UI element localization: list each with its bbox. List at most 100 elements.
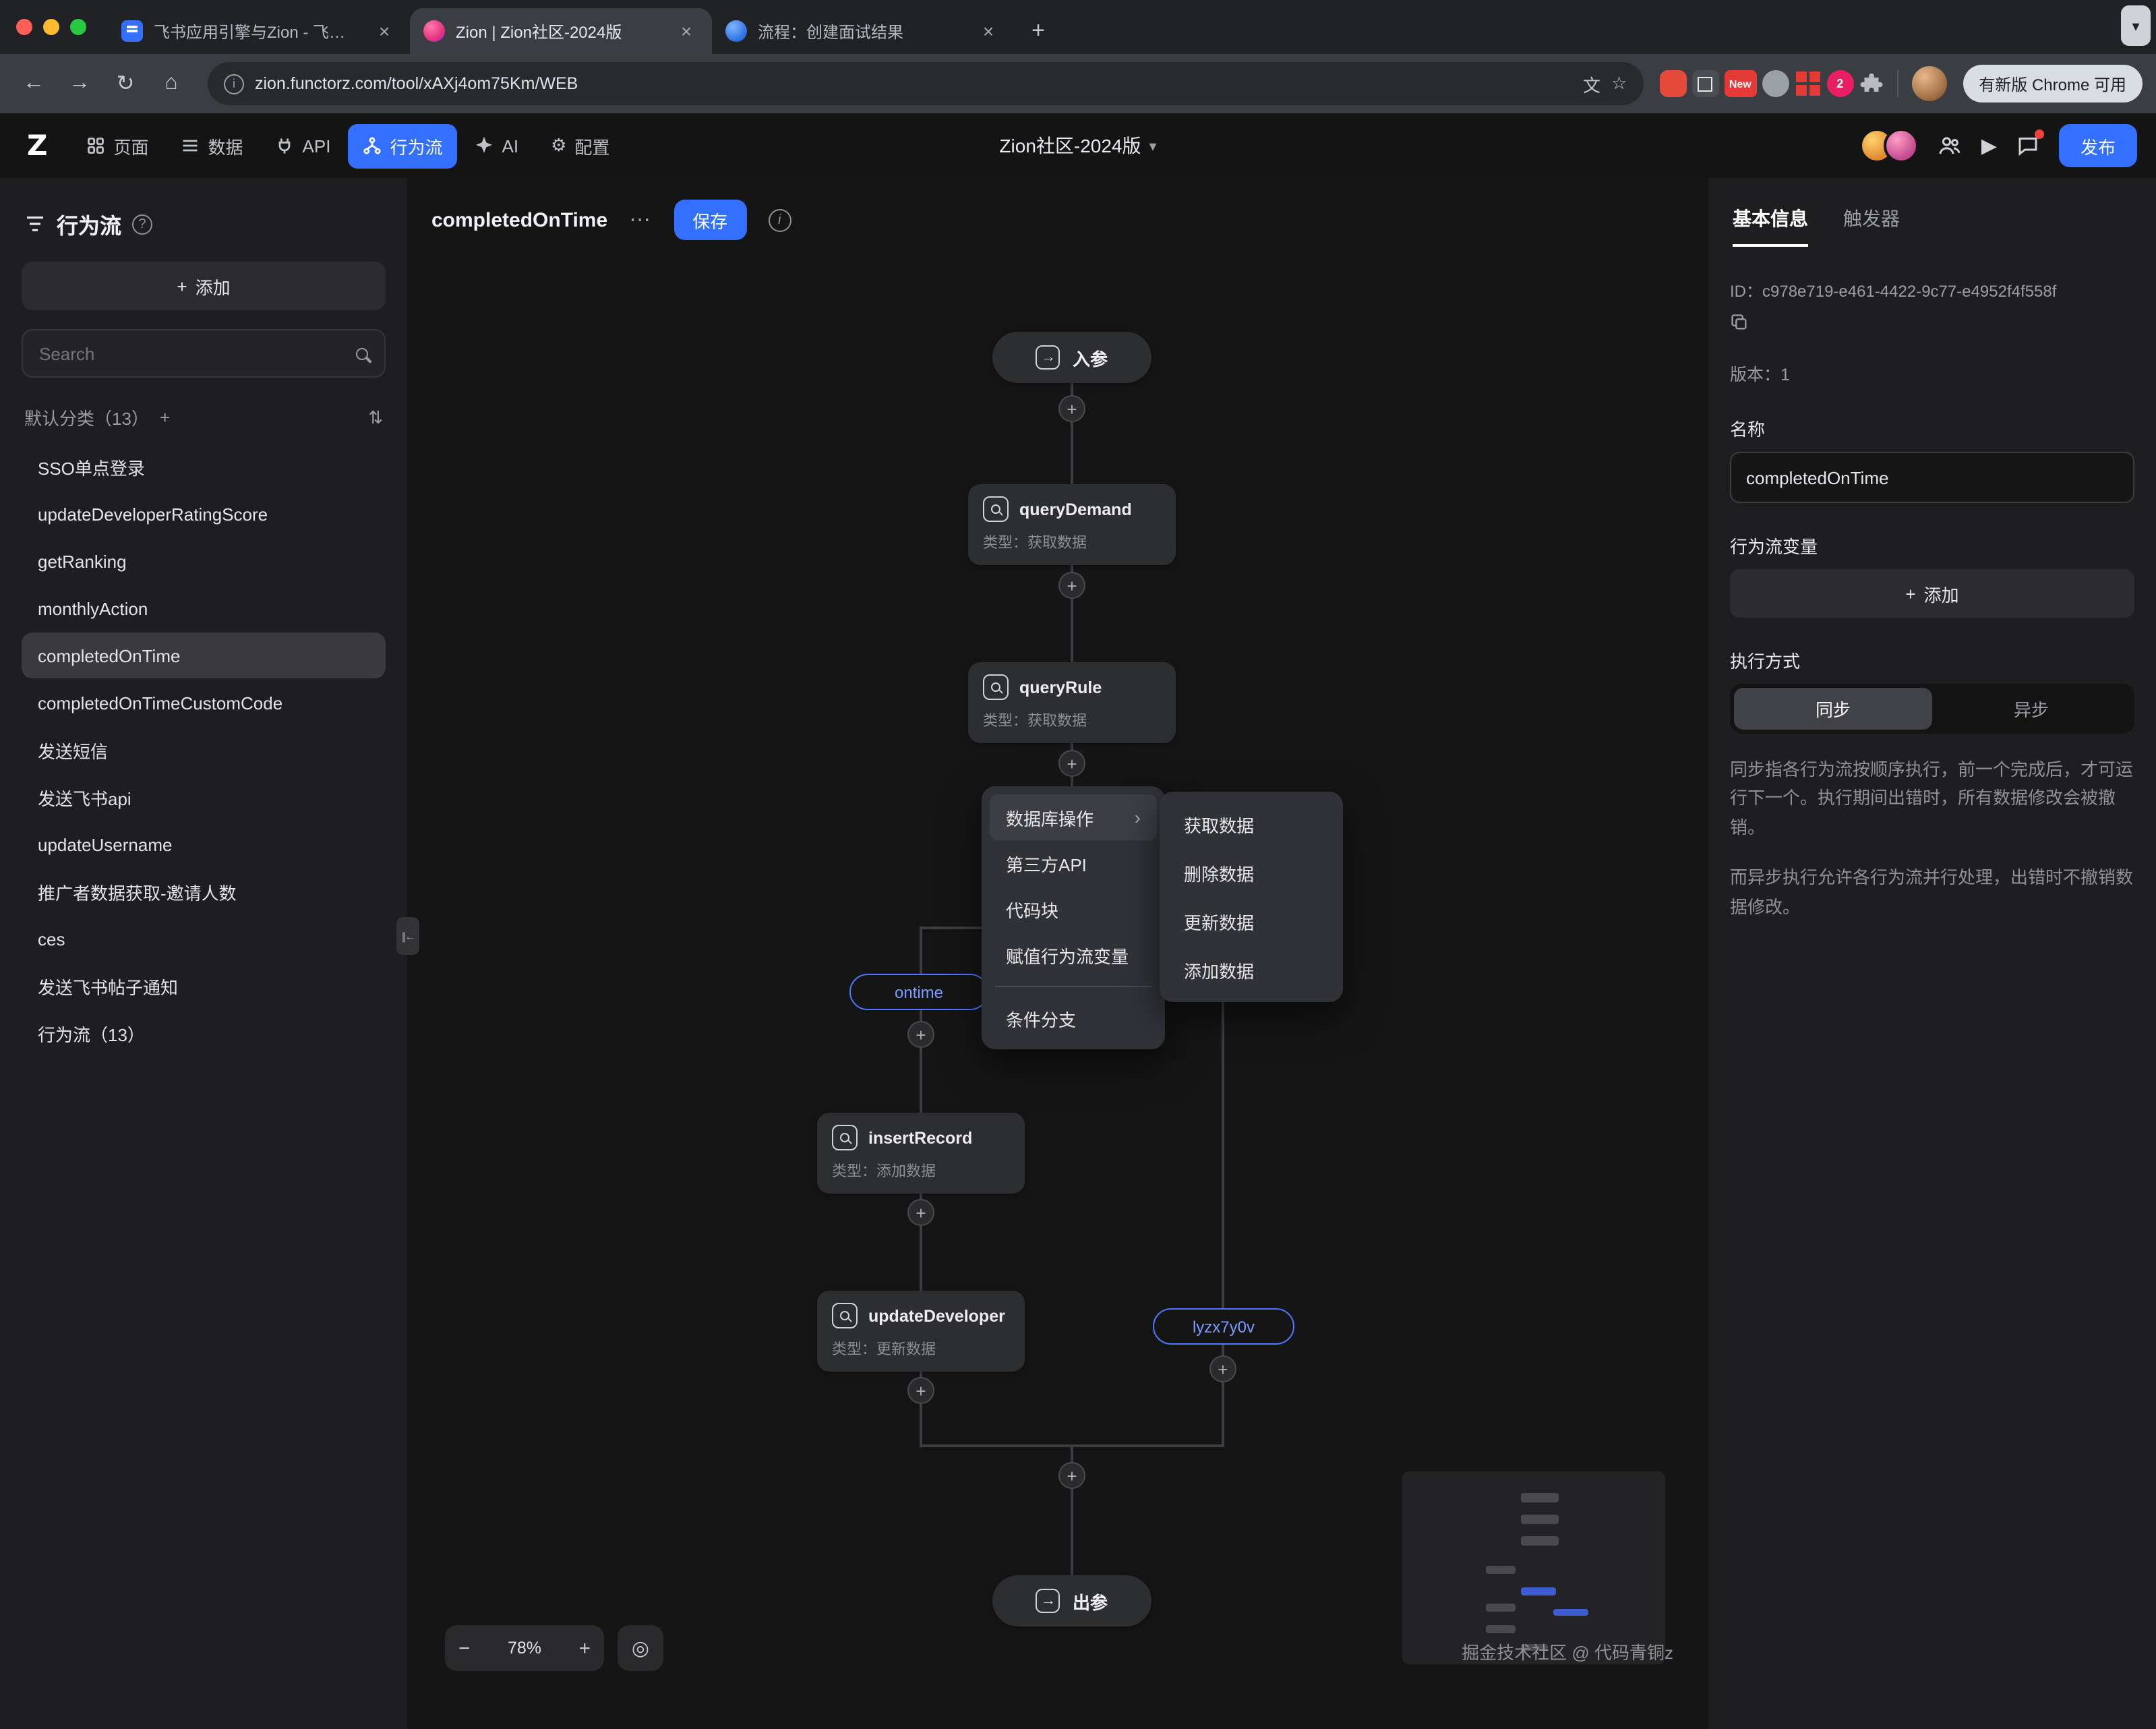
output-params-node[interactable]: → 出参 xyxy=(992,1575,1151,1627)
tab-close-icon[interactable]: × xyxy=(680,20,692,42)
sidebar-item[interactable]: ces xyxy=(38,929,65,949)
node-insertRecord[interactable]: insertRecord 类型：添加数据 xyxy=(817,1113,1025,1194)
chrome-update-button[interactable]: 有新版 Chrome 可用 xyxy=(1963,65,2143,102)
zoom-in-button[interactable]: + xyxy=(578,1637,591,1660)
add-node-button[interactable]: + xyxy=(907,1021,934,1048)
add-node-button[interactable]: + xyxy=(907,1199,934,1226)
menu-item-assign-variable[interactable]: 赋值行为流变量 xyxy=(990,932,1157,978)
publish-button[interactable]: 发布 xyxy=(2058,124,2137,167)
add-category-icon[interactable]: + xyxy=(159,407,171,428)
submenu-item-insert-data[interactable]: 添加数据 xyxy=(1168,945,1335,994)
new-badge-extension-icon[interactable]: New xyxy=(1724,70,1757,97)
cookie-extension-icon[interactable] xyxy=(1762,70,1789,97)
address-bar[interactable]: i zion.functorz.com/tool/xAXj4om75Km/WEB… xyxy=(208,62,1644,105)
add-variable-button[interactable]: + 添加 xyxy=(1730,569,2134,618)
zion-logo[interactable]: Z xyxy=(27,129,48,162)
add-node-button[interactable]: + xyxy=(1058,750,1085,777)
nav-data[interactable]: 数据 xyxy=(167,123,258,168)
back-button[interactable]: ← xyxy=(23,71,44,94)
add-node-button[interactable]: + xyxy=(907,1377,934,1404)
flow-search-box[interactable] xyxy=(22,329,386,378)
minimize-window-button[interactable] xyxy=(43,19,59,35)
close-window-button[interactable] xyxy=(16,19,32,35)
profile-avatar[interactable] xyxy=(1911,66,1947,101)
extensions-puzzle-icon[interactable] xyxy=(1859,71,1883,96)
nav-api[interactable]: API xyxy=(261,126,346,165)
adblock-extension-icon[interactable] xyxy=(1659,70,1687,97)
search-input[interactable] xyxy=(39,343,356,363)
members-button[interactable] xyxy=(1938,134,1963,158)
sidebar-item[interactable]: 发送飞书api xyxy=(38,788,131,809)
project-title-dropdown[interactable]: Zion社区-2024版 ▾ xyxy=(999,132,1156,159)
browser-tab-feishu[interactable]: 飞书应用引擎与Zion - 飞书云文… × xyxy=(108,8,410,54)
browser-tab-zion-active[interactable]: Zion | Zion社区-2024版 × xyxy=(410,8,712,54)
node-queryDemand[interactable]: queryDemand 类型：获取数据 xyxy=(968,484,1176,565)
pink-badge-extension-icon[interactable]: 2 xyxy=(1826,70,1854,97)
copy-id-icon[interactable] xyxy=(1730,313,1749,332)
tab-close-icon[interactable]: × xyxy=(982,20,994,42)
forward-button[interactable]: → xyxy=(69,71,90,94)
menu-item-condition-branch[interactable]: 条件分支 xyxy=(990,995,1157,1041)
browser-tab-flow[interactable]: 流程：创建面试结果 × xyxy=(712,8,1014,54)
help-icon[interactable]: ? xyxy=(132,214,153,234)
flow-name-input[interactable] xyxy=(1730,452,2134,503)
tab-close-icon[interactable]: × xyxy=(378,20,390,42)
submenu-item-query-data[interactable]: 获取数据 xyxy=(1168,800,1335,848)
maximize-window-button[interactable] xyxy=(70,19,86,35)
menu-item-third-party-api[interactable]: 第三方API xyxy=(990,840,1157,886)
info-icon[interactable]: i xyxy=(768,208,791,231)
add-node-button[interactable]: + xyxy=(1058,1462,1085,1489)
nav-behavior-flow[interactable]: 行为流 xyxy=(348,123,458,168)
red-grid-extension-icon[interactable] xyxy=(1794,70,1821,97)
menu-item-code-block[interactable]: 代码块 xyxy=(990,886,1157,932)
new-tab-button[interactable]: + xyxy=(1031,18,1045,43)
sidebar-item[interactable]: updateUsername xyxy=(38,834,173,854)
home-button[interactable]: ⌂ xyxy=(164,71,178,94)
save-button[interactable]: 保存 xyxy=(673,200,747,240)
tab-trigger[interactable]: 触发器 xyxy=(1843,208,1900,229)
sidebar-item[interactable]: getRanking xyxy=(38,551,127,571)
more-options-icon[interactable]: ⋯ xyxy=(629,209,653,232)
bookmark-star-icon[interactable]: ☆ xyxy=(1611,73,1627,93)
nav-pages[interactable]: 页面 xyxy=(71,123,163,168)
add-node-button[interactable]: + xyxy=(1058,395,1085,422)
async-option[interactable]: 异步 xyxy=(2013,700,2049,720)
sync-option[interactable]: 同步 xyxy=(1734,688,1932,730)
dark-square-extension-icon[interactable] xyxy=(1691,70,1719,97)
sidebar-item[interactable]: 推广者数据获取-邀请人数 xyxy=(38,883,237,903)
url-text[interactable]: zion.functorz.com/tool/xAXj4om75Km/WEB xyxy=(255,74,578,93)
sidebar-collapse-handle[interactable]: ||← xyxy=(396,917,419,955)
category-row[interactable]: 默认分类（13） + ⇅ xyxy=(22,399,386,444)
collapse-all-icon[interactable]: ⇅ xyxy=(368,407,383,427)
node-queryRule[interactable]: queryRule 类型：获取数据 xyxy=(968,662,1176,743)
collaborator-avatars[interactable] xyxy=(1859,128,1919,163)
input-params-node[interactable]: → 入参 xyxy=(992,332,1151,383)
sidebar-item[interactable]: 行为流（13） xyxy=(38,1024,145,1045)
sidebar-item[interactable]: 发送短信 xyxy=(38,741,109,761)
zoom-out-button[interactable]: − xyxy=(458,1637,471,1660)
add-node-button[interactable]: + xyxy=(1209,1355,1236,1382)
sidebar-item-selected[interactable]: completedOnTime xyxy=(22,633,386,678)
node-updateDeveloper[interactable]: updateDeveloper 类型：更新数据 xyxy=(817,1291,1025,1372)
add-node-button[interactable]: + xyxy=(1058,572,1085,599)
feedback-button[interactable] xyxy=(2016,129,2044,158)
tab-basic-info[interactable]: 基本信息 xyxy=(1733,205,1808,247)
minimap[interactable] xyxy=(1402,1471,1665,1664)
preview-button[interactable]: ▶ xyxy=(1981,135,1997,158)
flow-canvas[interactable]: completedOnTime ⋯ 保存 i → 入参 + xyxy=(407,178,1708,1729)
nav-ai[interactable]: AI xyxy=(460,126,534,165)
add-flow-button[interactable]: + 添加 xyxy=(22,262,386,310)
sidebar-item[interactable]: updateDeveloperRatingScore xyxy=(38,504,268,524)
site-info-icon[interactable]: i xyxy=(224,74,244,94)
branch-condition-ontime[interactable]: ontime xyxy=(849,974,988,1010)
branch-condition-lyzx7y0v[interactable]: lyzx7y0v xyxy=(1153,1308,1294,1345)
reload-button[interactable]: ↻ xyxy=(116,73,135,96)
menu-item-database-ops[interactable]: 数据库操作 › xyxy=(990,794,1157,840)
submenu-item-update-data[interactable]: 更新数据 xyxy=(1168,897,1335,945)
nav-settings[interactable]: ⚙ 配置 xyxy=(536,123,624,168)
translate-icon[interactable]: 文 xyxy=(1582,75,1600,95)
submenu-item-delete-data[interactable]: 删除数据 xyxy=(1168,848,1335,897)
sidebar-item[interactable]: SSO单点登录 xyxy=(38,458,145,478)
sidebar-item[interactable]: 发送飞书帖子通知 xyxy=(38,977,179,997)
sidebar-item[interactable]: monthlyAction xyxy=(38,598,148,618)
